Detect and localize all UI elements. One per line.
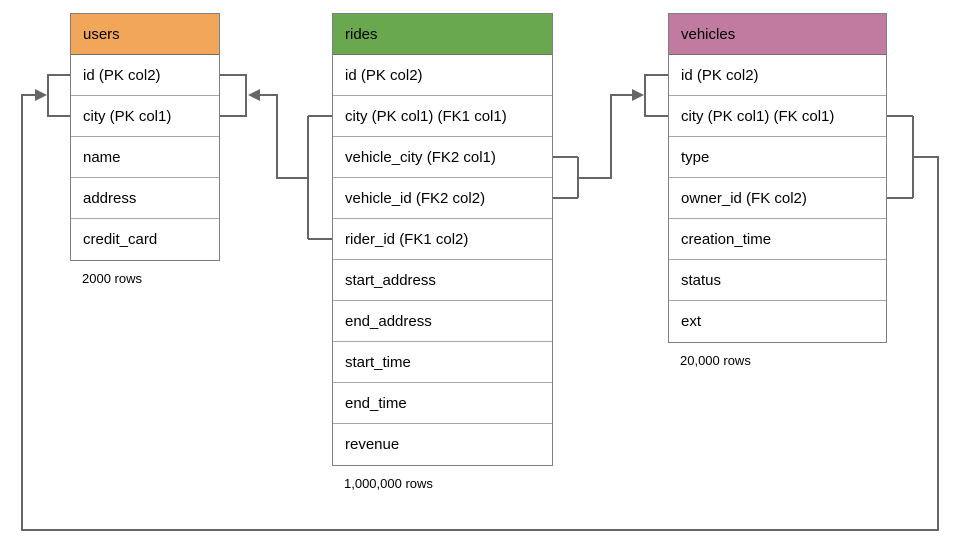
table-row: id (PK col2) (669, 55, 886, 96)
table-row: revenue (333, 424, 552, 465)
arrowhead-into-vehicles-left (632, 89, 644, 101)
table-row: city (PK col1) (FK col1) (669, 96, 886, 137)
table-row: name (71, 137, 219, 178)
table-vehicles: vehicles id (PK col2) city (PK col1) (FK… (668, 13, 887, 368)
table-header-rides: rides (333, 14, 552, 55)
table-row: city (PK col1) (71, 96, 219, 137)
vehicles-left-key-bracket (644, 74, 668, 117)
table-row: vehicle_id (FK2 col2) (333, 178, 552, 219)
table-row: city (PK col1) (FK1 col1) (333, 96, 552, 137)
users-right-key-bracket (220, 74, 247, 117)
table-row: creation_time (669, 219, 886, 260)
rides-to-users-fk-line (260, 94, 332, 240)
table-row: type (669, 137, 886, 178)
table-rides-box: rides id (PK col2) city (PK col1) (FK1 c… (332, 13, 553, 466)
row-count-label-rides: 1,000,000 rows (344, 476, 433, 491)
arrowhead-into-users-right (248, 89, 260, 101)
row-count-label-users: 2000 rows (82, 271, 142, 286)
table-vehicles-box: vehicles id (PK col2) city (PK col1) (FK… (668, 13, 887, 343)
table-row: id (PK col2) (333, 55, 552, 96)
table-row: ext (669, 301, 886, 342)
table-row: start_time (333, 342, 552, 383)
table-users: users id (PK col2) city (PK col1) name a… (70, 13, 220, 286)
arrowhead-into-users-left (35, 89, 47, 101)
table-row: end_time (333, 383, 552, 424)
table-row: rider_id (FK1 col2) (333, 219, 552, 260)
table-row: credit_card (71, 219, 219, 260)
table-row: end_address (333, 301, 552, 342)
table-row: vehicle_city (FK2 col1) (333, 137, 552, 178)
table-users-box: users id (PK col2) city (PK col1) name a… (70, 13, 220, 261)
table-rides: rides id (PK col2) city (PK col1) (FK1 c… (332, 13, 553, 491)
table-row: address (71, 178, 219, 219)
table-row: status (669, 260, 886, 301)
row-count-label-vehicles: 20,000 rows (680, 353, 751, 368)
rides-to-vehicles-fk-line (553, 94, 632, 199)
users-left-key-bracket (47, 74, 70, 117)
table-header-vehicles: vehicles (669, 14, 886, 55)
table-header-users: users (71, 14, 219, 55)
vehicles-to-users-fk-loop-line (21, 94, 939, 531)
table-row: owner_id (FK col2) (669, 178, 886, 219)
table-row: id (PK col2) (71, 55, 219, 96)
table-row: start_address (333, 260, 552, 301)
